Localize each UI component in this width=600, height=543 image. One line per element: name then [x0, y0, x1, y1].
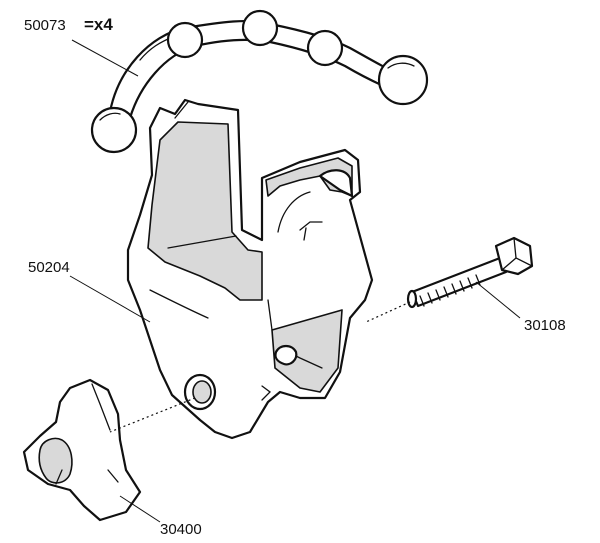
part-number-bracket: 50204 — [28, 259, 70, 276]
leader-50204 — [69, 275, 151, 323]
bolt-part — [406, 236, 534, 309]
part-number-bolt: 30108 — [524, 317, 566, 334]
rubber-strap-part — [90, 9, 429, 154]
part-number-strap: 50073 — [24, 17, 66, 34]
leader-30400 — [119, 495, 161, 523]
knob-alignment-line — [109, 397, 196, 433]
bracket-part — [126, 98, 374, 440]
strap-quantity: =x4 — [84, 15, 113, 34]
part-number-knob: 30400 — [160, 521, 202, 538]
leader-30108 — [475, 281, 521, 319]
leader-50073 — [71, 39, 139, 77]
knob-part — [22, 378, 142, 522]
bolt-alignment-line — [365, 301, 411, 323]
